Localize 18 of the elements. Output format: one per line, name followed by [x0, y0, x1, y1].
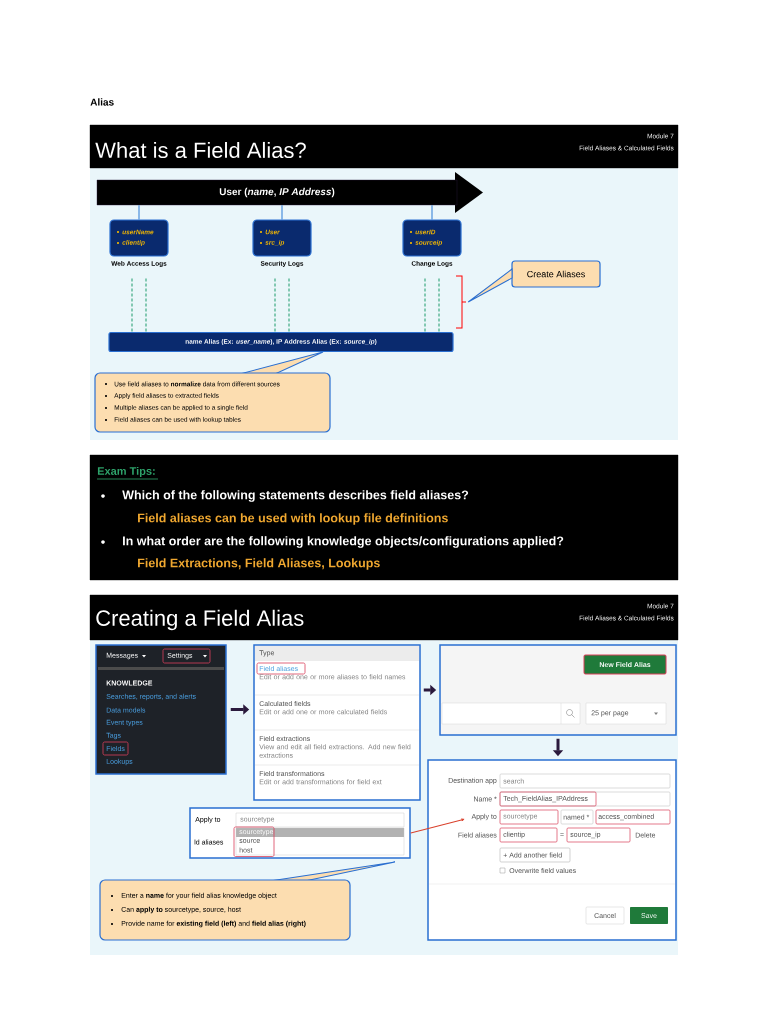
connector-line [274, 278, 290, 333]
connector-line [138, 204, 140, 220]
connector-line [131, 278, 147, 333]
exam-tips-heading: Exam Tips: [97, 466, 155, 478]
page-title: Alias [90, 98, 114, 106]
arrow [410, 818, 465, 834]
bracket [455, 275, 467, 329]
exam-question: Which of the following statements describes field aliases? [122, 490, 469, 502]
exam-answer: Field Extractions, Field Aliases, Lookups [138, 558, 380, 570]
connector-line [431, 204, 433, 220]
exam-question: In what order are the following knowledge objects/configurations applied? [123, 536, 564, 548]
connector-line [281, 204, 283, 220]
callout-pointer [467, 268, 513, 303]
slide-title: What is a Field Alias? [95, 141, 306, 159]
callout: Create Aliases [511, 260, 601, 288]
exam-answer: Field aliases can be used with lookup file definitions [138, 513, 448, 525]
slide-title: Creating a Field Alias [96, 609, 304, 631]
connector-line [424, 278, 440, 333]
